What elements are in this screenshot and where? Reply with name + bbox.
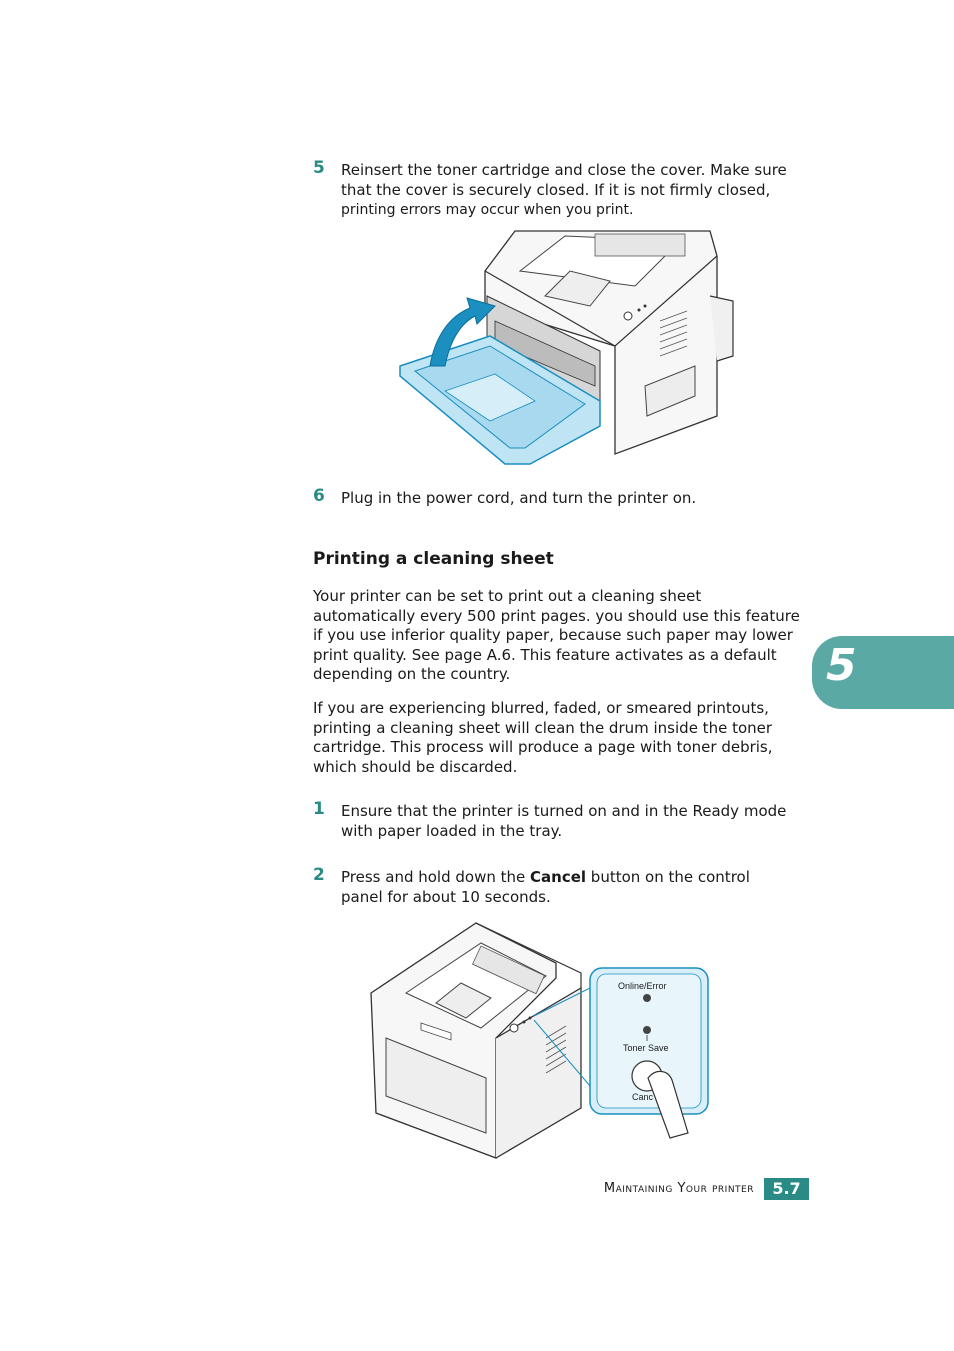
step-2-text: Press and hold down the Cancel button on… (341, 867, 750, 907)
toner-save-label: Toner Save (623, 1043, 669, 1053)
step-5-number: 5 (313, 158, 325, 178)
footer-section-label: Maintaining Your printer (603, 1181, 754, 1196)
step-5-line1: Reinsert the toner cartridge and close t… (341, 161, 787, 179)
step-5-text: Reinsert the toner cartridge and close t… (341, 160, 787, 220)
online-error-label: Online/Error (618, 981, 667, 991)
step-2-line1-post: button on the control (586, 868, 750, 886)
step-6-text: Plug in the power cord, and turn the pri… (341, 489, 697, 507)
step-2-number: 2 (313, 865, 325, 885)
step-1-text: Ensure that the printer is turned on and… (341, 801, 786, 841)
step-6-number: 6 (313, 486, 325, 506)
cancel-emphasis: Cancel (530, 868, 587, 886)
step-2-line1: Press and hold down the Cancel button on… (341, 867, 750, 887)
chapter-tab: 5 (812, 636, 954, 709)
step-1-number: 1 (313, 799, 325, 819)
printer-open-cover-illustration (399, 230, 734, 465)
step-1-line2: with paper loaded in the tray. (341, 822, 563, 840)
section-heading: Printing a cleaning sheet (313, 549, 554, 569)
chapter-number: 5 (826, 640, 857, 691)
step-5-line3: printing errors may occur when you print… (341, 202, 634, 218)
step-2-line1-pre: Press and hold down the (341, 868, 531, 886)
page-number: 5.7 (764, 1178, 809, 1200)
step-5-line2: that the cover is securely closed. If it… (341, 181, 771, 199)
section-paragraph-1: Your printer can be set to print out a c… (313, 587, 800, 683)
step-1-line1: Ensure that the printer is turned on and… (341, 802, 787, 820)
printer-control-panel-illustration: Online/Error Toner Save Canc (370, 922, 709, 1159)
section-paragraph-2: If you are experiencing blurred, faded, … (313, 699, 773, 776)
cancel-label: Canc (632, 1092, 654, 1102)
step-2-line2: panel for about 10 seconds. (341, 888, 551, 906)
